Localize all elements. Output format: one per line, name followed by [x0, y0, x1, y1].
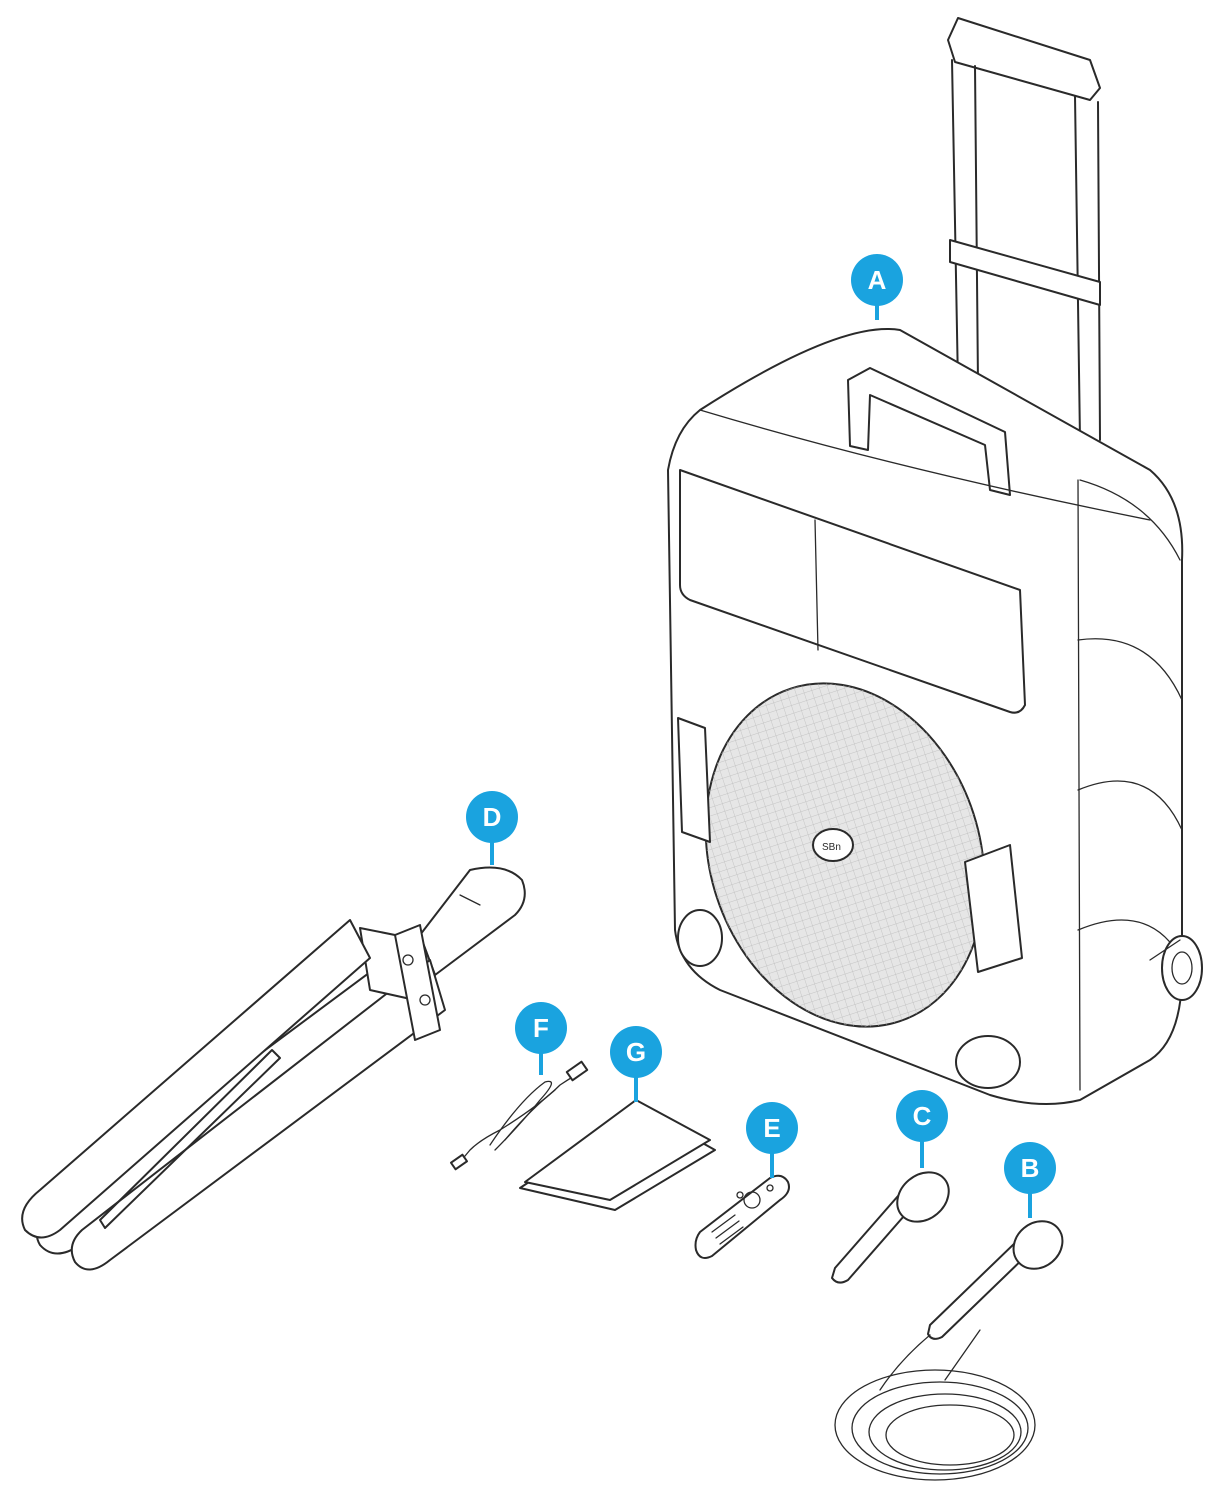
callout-circle: [515, 1002, 567, 1054]
cable-illustration: [449, 1060, 589, 1171]
callout-letter: E: [763, 1113, 780, 1143]
manual-illustration: [519, 1099, 716, 1211]
callout-c: C: [896, 1090, 948, 1168]
callout-b: B: [1004, 1142, 1056, 1218]
callout-letter: G: [626, 1037, 646, 1067]
microphone-b-illustration: [834, 1220, 1064, 1481]
callout-circle: [466, 791, 518, 843]
callout-circle: [896, 1090, 948, 1142]
callout-circle: [1004, 1142, 1056, 1194]
remote-illustration: [694, 1174, 790, 1259]
wheel: [1161, 935, 1203, 1001]
callout-circle: [746, 1102, 798, 1154]
callout-circle: [851, 254, 903, 306]
stand-illustration: [21, 866, 526, 1271]
callout-g: G: [610, 1026, 662, 1102]
speaker-grille: SBn: [704, 682, 986, 1028]
callout-circle: [610, 1026, 662, 1078]
callout-f: F: [515, 1002, 567, 1075]
callout-letter: A: [868, 265, 887, 295]
left-tweeter: [677, 909, 723, 967]
callout-letter: C: [913, 1101, 932, 1131]
callout-letter: B: [1021, 1153, 1040, 1183]
callout-e: E: [746, 1102, 798, 1178]
trolley-handle: [947, 17, 1101, 441]
speaker-illustration: SBn: [667, 17, 1203, 1105]
microphone-c-illustration: [831, 1171, 950, 1284]
callout-a: A: [851, 254, 903, 320]
callout-letter: F: [533, 1013, 549, 1043]
callout-d: D: [466, 791, 518, 865]
svg-text:SBn: SBn: [822, 842, 841, 853]
right-tweeter: [955, 1035, 1021, 1089]
callout-letter: D: [483, 802, 502, 832]
